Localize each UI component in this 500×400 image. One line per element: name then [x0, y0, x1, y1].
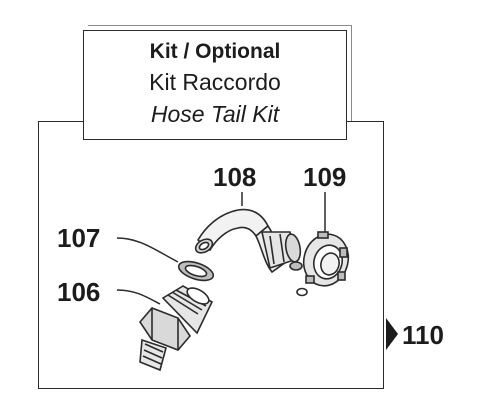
kit-title: Kit / Optional — [149, 40, 281, 63]
leader-line-106 — [116, 289, 161, 305]
o-ring-seal-icon — [177, 260, 215, 282]
ring-nut-icon — [302, 231, 350, 287]
kit-title-box: Kit / Optional Kit Raccordo Hose Tail Ki… — [83, 30, 347, 140]
kit-name-italian: Kit Raccordo — [149, 69, 281, 95]
part-number-106: 106 — [57, 277, 101, 307]
elbow-hose-tail-icon — [194, 208, 308, 297]
part-number-109: 109 — [303, 162, 347, 192]
leader-line-107 — [116, 237, 179, 263]
kit-name-english: Hose Tail Kit — [150, 101, 280, 127]
title-box-shadow — [88, 25, 352, 135]
part-number-107: 107 — [57, 223, 101, 253]
kit-reference-number: 110 — [402, 320, 444, 350]
part-number-108: 108 — [213, 162, 257, 192]
kit-pointer-arrow-icon — [386, 318, 398, 350]
threaded-fitting-icon — [138, 285, 214, 372]
